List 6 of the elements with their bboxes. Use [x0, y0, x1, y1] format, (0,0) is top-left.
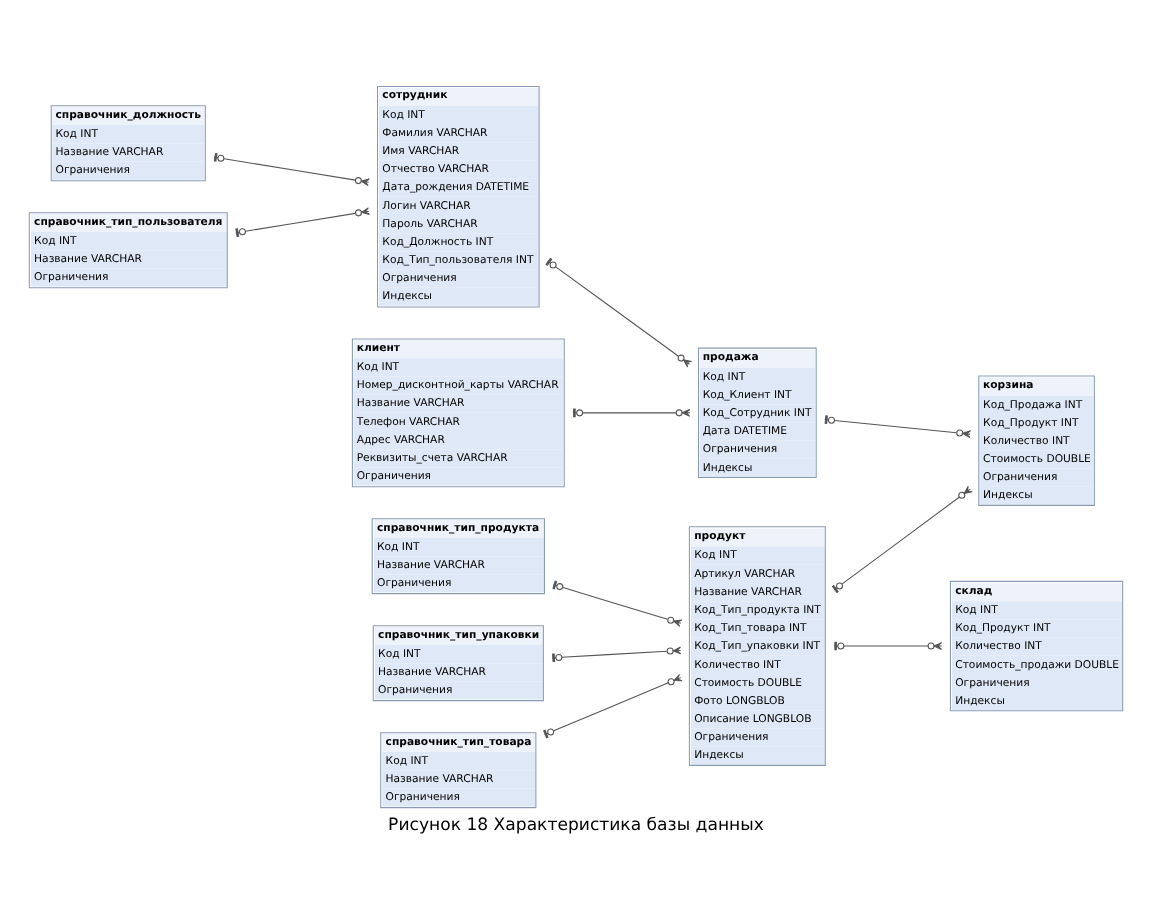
connector [543, 673, 683, 738]
connector [572, 407, 691, 417]
connector [831, 484, 973, 593]
connector [552, 579, 683, 626]
caption: Рисунок 18 Характеристика базы данных [388, 814, 764, 835]
connector [213, 151, 370, 186]
